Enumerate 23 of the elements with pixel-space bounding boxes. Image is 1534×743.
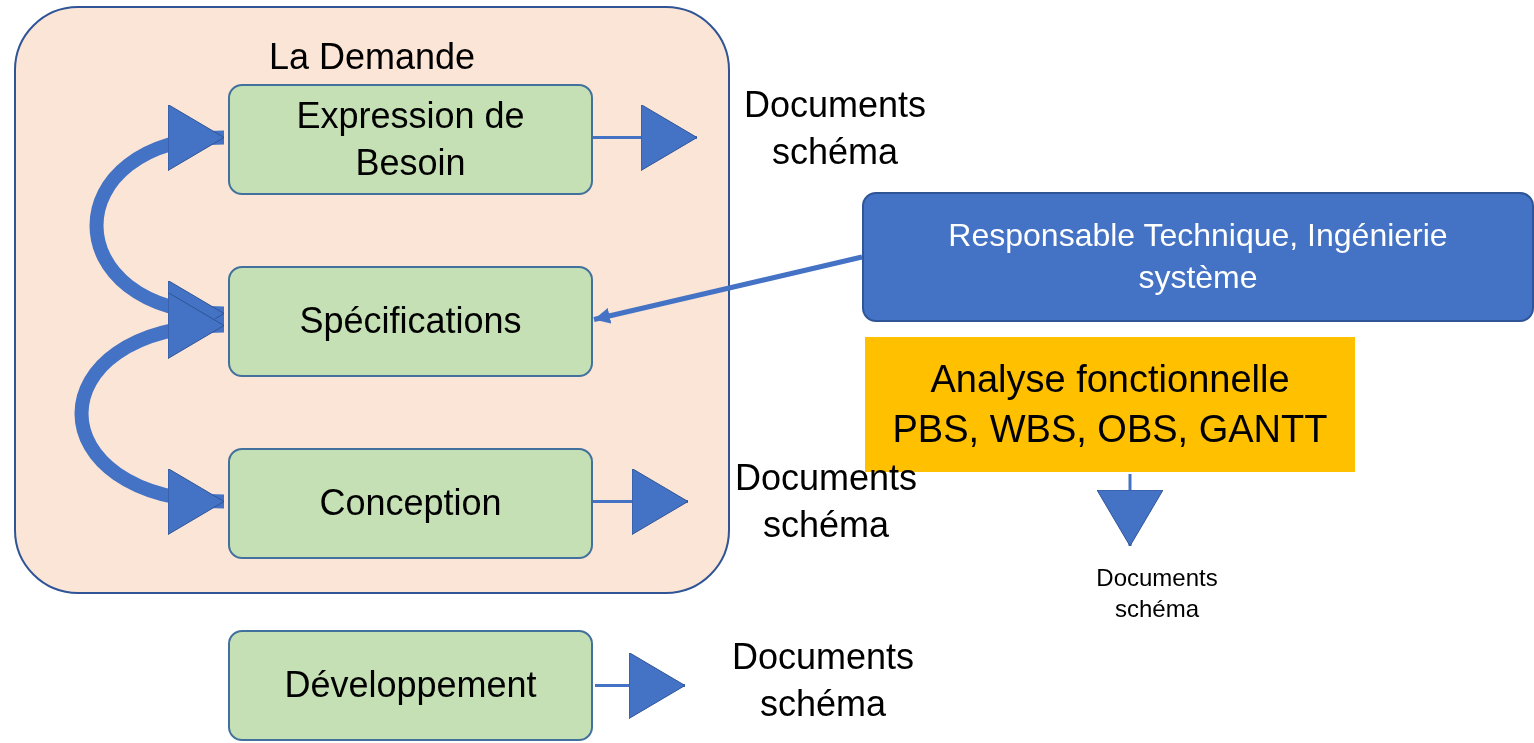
node-label: Développement xyxy=(284,663,537,708)
process-box xyxy=(228,630,593,741)
node-label: Documents schéma xyxy=(1095,563,1219,625)
node-label: Spécifications xyxy=(299,299,522,344)
node-label: PBS, WBS, OBS, GANTT xyxy=(892,406,1328,452)
node-label: Documents schéma xyxy=(733,456,919,547)
node-label: Documents schéma xyxy=(730,635,916,726)
process-box xyxy=(228,266,593,377)
arrow xyxy=(593,104,698,171)
node-label: Expression de Besoin xyxy=(295,93,526,185)
node-label: Analyse fonctionnelle xyxy=(930,357,1290,403)
arrow xyxy=(593,254,863,324)
arrow xyxy=(593,468,689,535)
role-box xyxy=(862,192,1534,322)
node-label: Responsable Technique, Ingénierie système xyxy=(947,216,1449,297)
node-label: Conception xyxy=(319,481,502,526)
process-box xyxy=(228,84,593,195)
group-box xyxy=(14,6,730,594)
group-title: La Demande xyxy=(268,35,476,79)
arrow xyxy=(1096,474,1164,547)
node-label: Documents schéma xyxy=(742,83,928,174)
process-box xyxy=(228,448,593,559)
arrow xyxy=(595,652,686,719)
